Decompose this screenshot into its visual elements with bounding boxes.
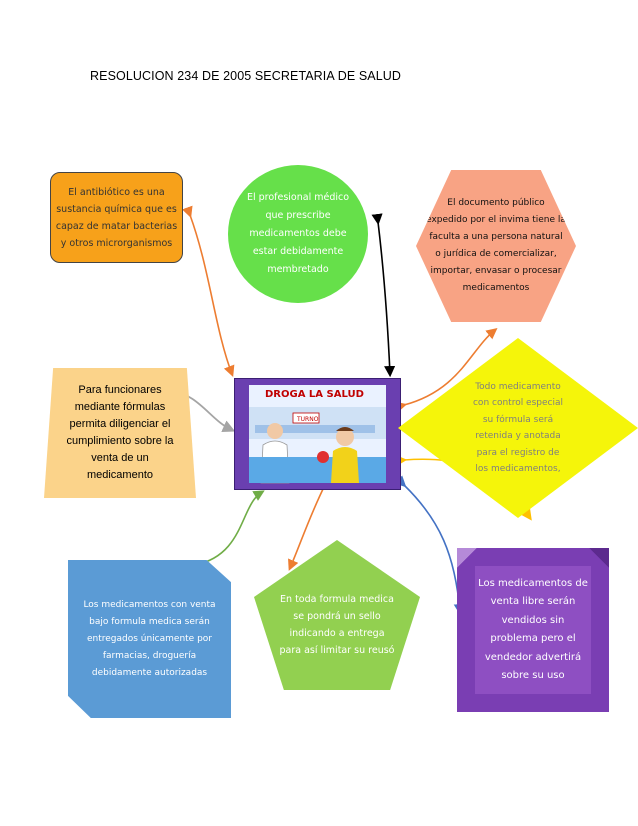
node-funcionar-text: Para funcionares mediante fórmulas permi… xyxy=(58,382,182,484)
node-toda-formula-text: En toda formula medica se pondrá un sell… xyxy=(278,591,396,659)
center-image-sign: TURNO xyxy=(296,416,319,423)
arrow-antibiotico xyxy=(190,215,232,374)
node-profesional: El profesional médico que prescribe medi… xyxy=(228,165,368,303)
center-image-heading: DROGA LA SALUD xyxy=(265,389,364,400)
node-venta-bajo: Los medicamentos con venta bajo formula … xyxy=(68,560,231,718)
node-antibiotico-text: El antibiótico es una sustancia química … xyxy=(55,184,178,252)
arrow-profesional xyxy=(378,222,390,374)
node-funcionar: Para funcionares mediante fórmulas permi… xyxy=(44,368,196,498)
node-venta-bajo-text: Los medicamentos con venta bajo formula … xyxy=(78,597,221,682)
node-venta-libre: Los medicamentos de venta libre serán ve… xyxy=(457,548,609,712)
node-antibiotico: El antibiótico es una sustancia química … xyxy=(50,172,183,263)
node-todo-medicamento-text: Todo medicamento con control especial su… xyxy=(472,379,564,478)
pharmacist-head-icon xyxy=(267,423,283,439)
node-profesional-text: El profesional médico que prescribe medi… xyxy=(246,189,350,279)
center-pharmacy-image: DROGA LA SALUD TURNO xyxy=(234,378,401,490)
node-venta-libre-text: Los medicamentos de venta libre serán ve… xyxy=(477,575,589,686)
node-documento-text: El documento público expedido por el inv… xyxy=(426,195,566,297)
arrow-venta-bajo xyxy=(195,492,262,565)
customer-shirt-icon xyxy=(331,447,359,483)
